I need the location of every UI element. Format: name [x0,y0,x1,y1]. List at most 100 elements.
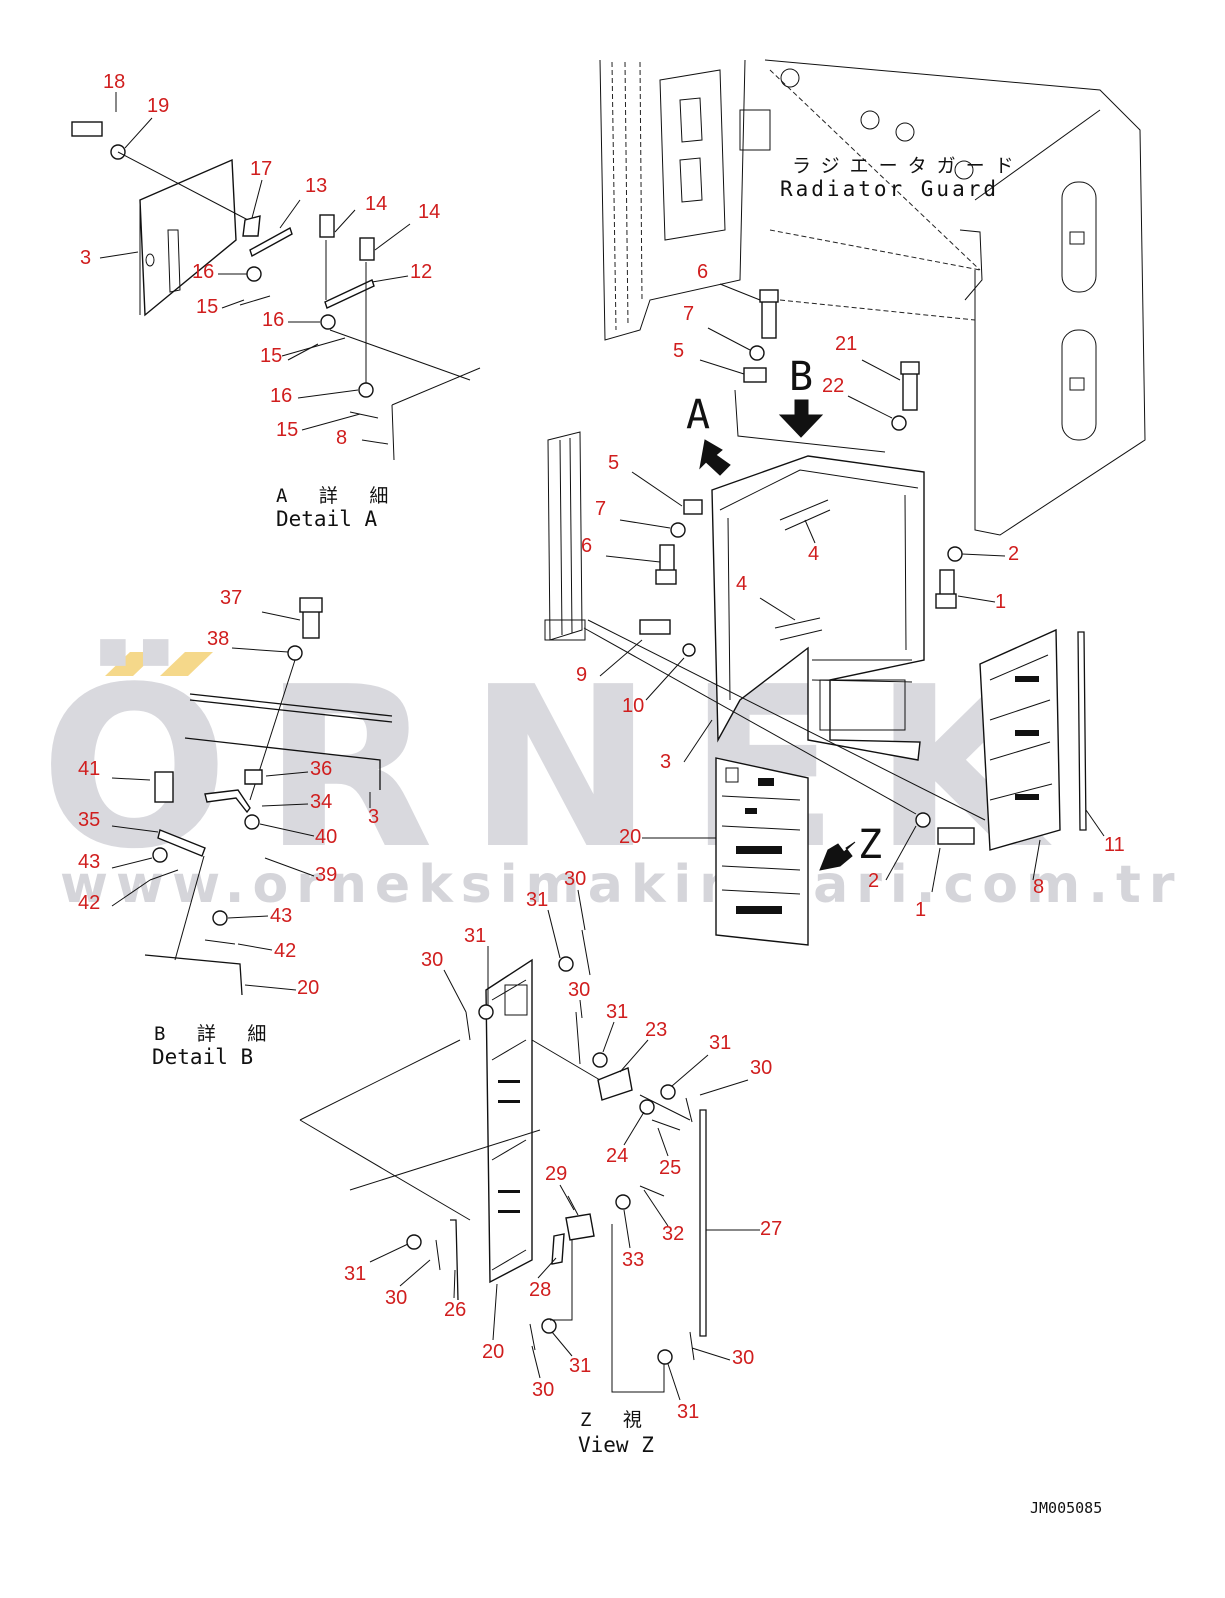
callout: 33 [622,1249,644,1271]
leader-line [1032,839,1041,881]
leader-line [804,519,816,544]
radiator-guard-label-en: Radiator Guard [780,177,999,201]
callout: 38 [207,628,229,650]
leader-line [124,117,153,149]
callouts-view-z: 31 30 31 30 30 31 23 31 30 24 25 29 27 3… [344,868,782,1423]
leader-line [579,999,583,1019]
leader-line [671,1054,709,1087]
main-assembly-drawing: A B Z [544,289,1087,946]
leader-line [631,471,683,507]
callout: 19 [147,95,169,117]
leader-line [667,1363,681,1401]
leader-line [619,1039,649,1073]
leader-line [602,1021,615,1053]
leader-line [599,639,643,677]
callout: 30 [564,868,586,890]
leader-line [443,969,467,1013]
view-z-arrow [819,841,856,871]
leader-line [931,847,941,893]
leader-line [264,857,315,877]
leader-line [287,343,319,361]
callout: 20 [297,977,319,999]
callout: 2 [1008,543,1019,565]
callout: 3 [368,806,379,828]
callout: 31 [569,1355,591,1377]
callout: 3 [660,751,671,773]
detail-b-drawing: B 詳 細 Detail B [144,597,393,1069]
leader-line [577,889,586,931]
callout: 17 [250,158,272,180]
leader-line [261,803,309,807]
leader-line [237,943,273,951]
callout: 34 [310,791,332,813]
leader-line [369,1243,409,1263]
view-z-title-en: View Z [578,1433,654,1457]
leader-line [244,984,297,991]
detail-a-title-en: Detail A [276,507,378,531]
callout: 4 [808,543,819,565]
leader-line [279,199,301,229]
leader-line [961,553,1006,557]
callout: 29 [545,1163,567,1185]
leader-line [643,1189,669,1227]
leader-line [847,395,893,419]
callout: 30 [568,979,590,1001]
callout: 16 [192,261,214,283]
leader-line [374,223,411,251]
leader-line [111,857,153,869]
callout: 14 [365,193,387,215]
view-b-arrow [778,399,824,438]
leader-line [683,719,713,763]
leader-line [957,595,996,603]
leader-line [707,327,751,351]
callout: 1 [995,591,1006,613]
leader-line [361,439,389,445]
callout: 9 [576,664,587,686]
leader-line [559,1184,575,1211]
detail-a-title-jp: A 詳 細 [276,485,398,507]
leader-line [492,1283,498,1341]
callouts-detail-b: 37 38 41 36 34 35 40 3 43 39 42 43 42 20 [78,587,379,999]
callout: 39 [315,864,337,886]
callout: 37 [220,587,242,609]
callout: 15 [276,419,298,441]
detail-a-drawing: A 詳 細 Detail A [71,121,481,531]
callout: 16 [270,385,292,407]
leader-line [261,611,301,621]
callout: 5 [608,452,619,474]
callout: 26 [444,1299,466,1321]
leader-line [221,299,245,309]
callout: 5 [673,340,684,362]
callout: 22 [822,375,844,397]
leader-line [645,657,685,701]
view-z-title-jp: Z 視 [580,1409,652,1431]
drawing-code: JM005085 [1030,1499,1102,1517]
callout: 25 [659,1157,681,1179]
radiator-frame-drawing: ラジエータガード Radiator Guard [599,59,1146,536]
watermark-accent-mark [160,652,213,676]
leader-line [605,555,661,563]
callout: 42 [78,892,100,914]
leader-line [551,1331,573,1357]
view-letter-a: A [686,392,710,438]
callout: 32 [662,1223,684,1245]
callout: 35 [78,809,100,831]
callout: 30 [385,1287,407,1309]
callout: 27 [760,1218,782,1240]
leader-line [399,1259,431,1287]
callout: 30 [750,1057,772,1079]
callout: 20 [482,1341,504,1363]
view-z-drawing: Z 視 View Z [299,929,707,1457]
callout: 41 [78,758,100,780]
callout: 8 [336,427,347,449]
callout: 43 [78,851,100,873]
leader-line [227,915,269,919]
callout: 21 [835,333,857,355]
detail-b-title-en: Detail B [152,1045,253,1069]
leader-line [885,825,917,881]
callout: 18 [103,71,125,93]
callout: 42 [274,940,296,962]
callouts-main: 6 7 5 21 22 5 7 6 4 4 2 1 9 10 3 20 2 1 … [576,261,1125,921]
leader-line [699,1079,749,1096]
callout: 6 [581,535,592,557]
